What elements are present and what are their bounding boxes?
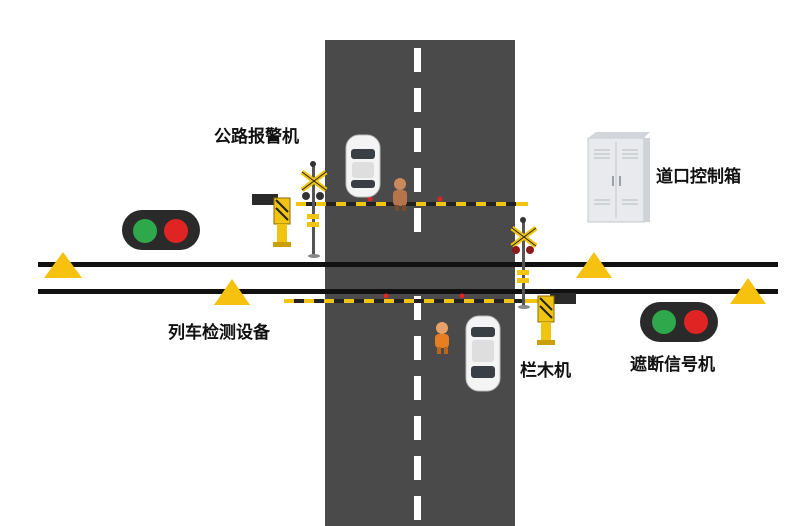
pedestrian-icon — [393, 178, 407, 211]
barrier-machine-icon — [537, 293, 576, 345]
control-cabinet-icon — [587, 132, 650, 223]
label-blocking-signal: 遮断信号机 — [630, 355, 715, 375]
pedestrian-icon — [435, 322, 449, 354]
label-train-detection-device: 列车检测设备 — [168, 323, 270, 343]
car-icon — [465, 315, 501, 392]
barrier-machine-icon — [252, 194, 291, 247]
car-icon — [345, 134, 381, 198]
rail-bottom — [38, 289, 778, 294]
warning-triangle-icon — [214, 279, 250, 305]
traffic-signal-icon — [640, 302, 718, 342]
road-center-dashes — [414, 48, 421, 520]
warning-triangle-icon — [730, 278, 766, 304]
traffic-signal-icon — [122, 210, 200, 250]
crossbuck-alarm-icon — [510, 217, 538, 309]
barrier-arm-top — [296, 196, 528, 206]
warning-triangle-icon — [576, 252, 612, 278]
warning-triangle-icon — [44, 252, 82, 278]
label-road-alarm: 公路报警机 — [214, 127, 299, 147]
road — [325, 40, 515, 526]
crossbuck-alarm-icon — [300, 161, 328, 258]
rail-top — [38, 262, 778, 267]
barrier-arm-bottom — [284, 293, 542, 303]
label-barrier-machine: 栏木机 — [520, 361, 571, 381]
label-crossing-control-box: 道口控制箱 — [656, 167, 741, 187]
